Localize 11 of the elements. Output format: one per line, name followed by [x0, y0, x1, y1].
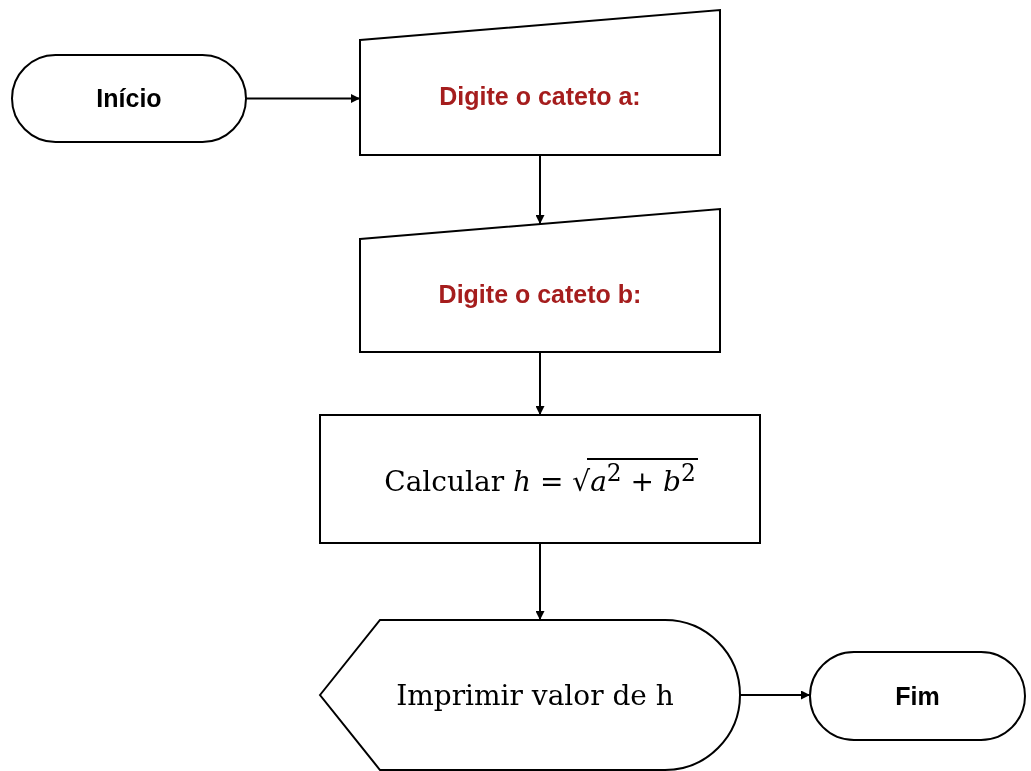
arrow: [535, 154, 545, 225]
terminal-label: Fim: [895, 681, 940, 711]
formula-text: Calcular h = √a$^{2}$ + b$^{2}$: [384, 459, 696, 499]
input-prompt: Digite o cateto b:: [438, 280, 642, 309]
input-prompt: Digite o cateto a:: [439, 82, 641, 111]
arrow: [535, 542, 545, 621]
arrow: [245, 94, 361, 103]
terminal-label: Início: [96, 84, 162, 113]
output-text: Imprimir valor de h: [396, 678, 674, 712]
arrow: [739, 690, 811, 700]
arrow: [535, 351, 545, 416]
